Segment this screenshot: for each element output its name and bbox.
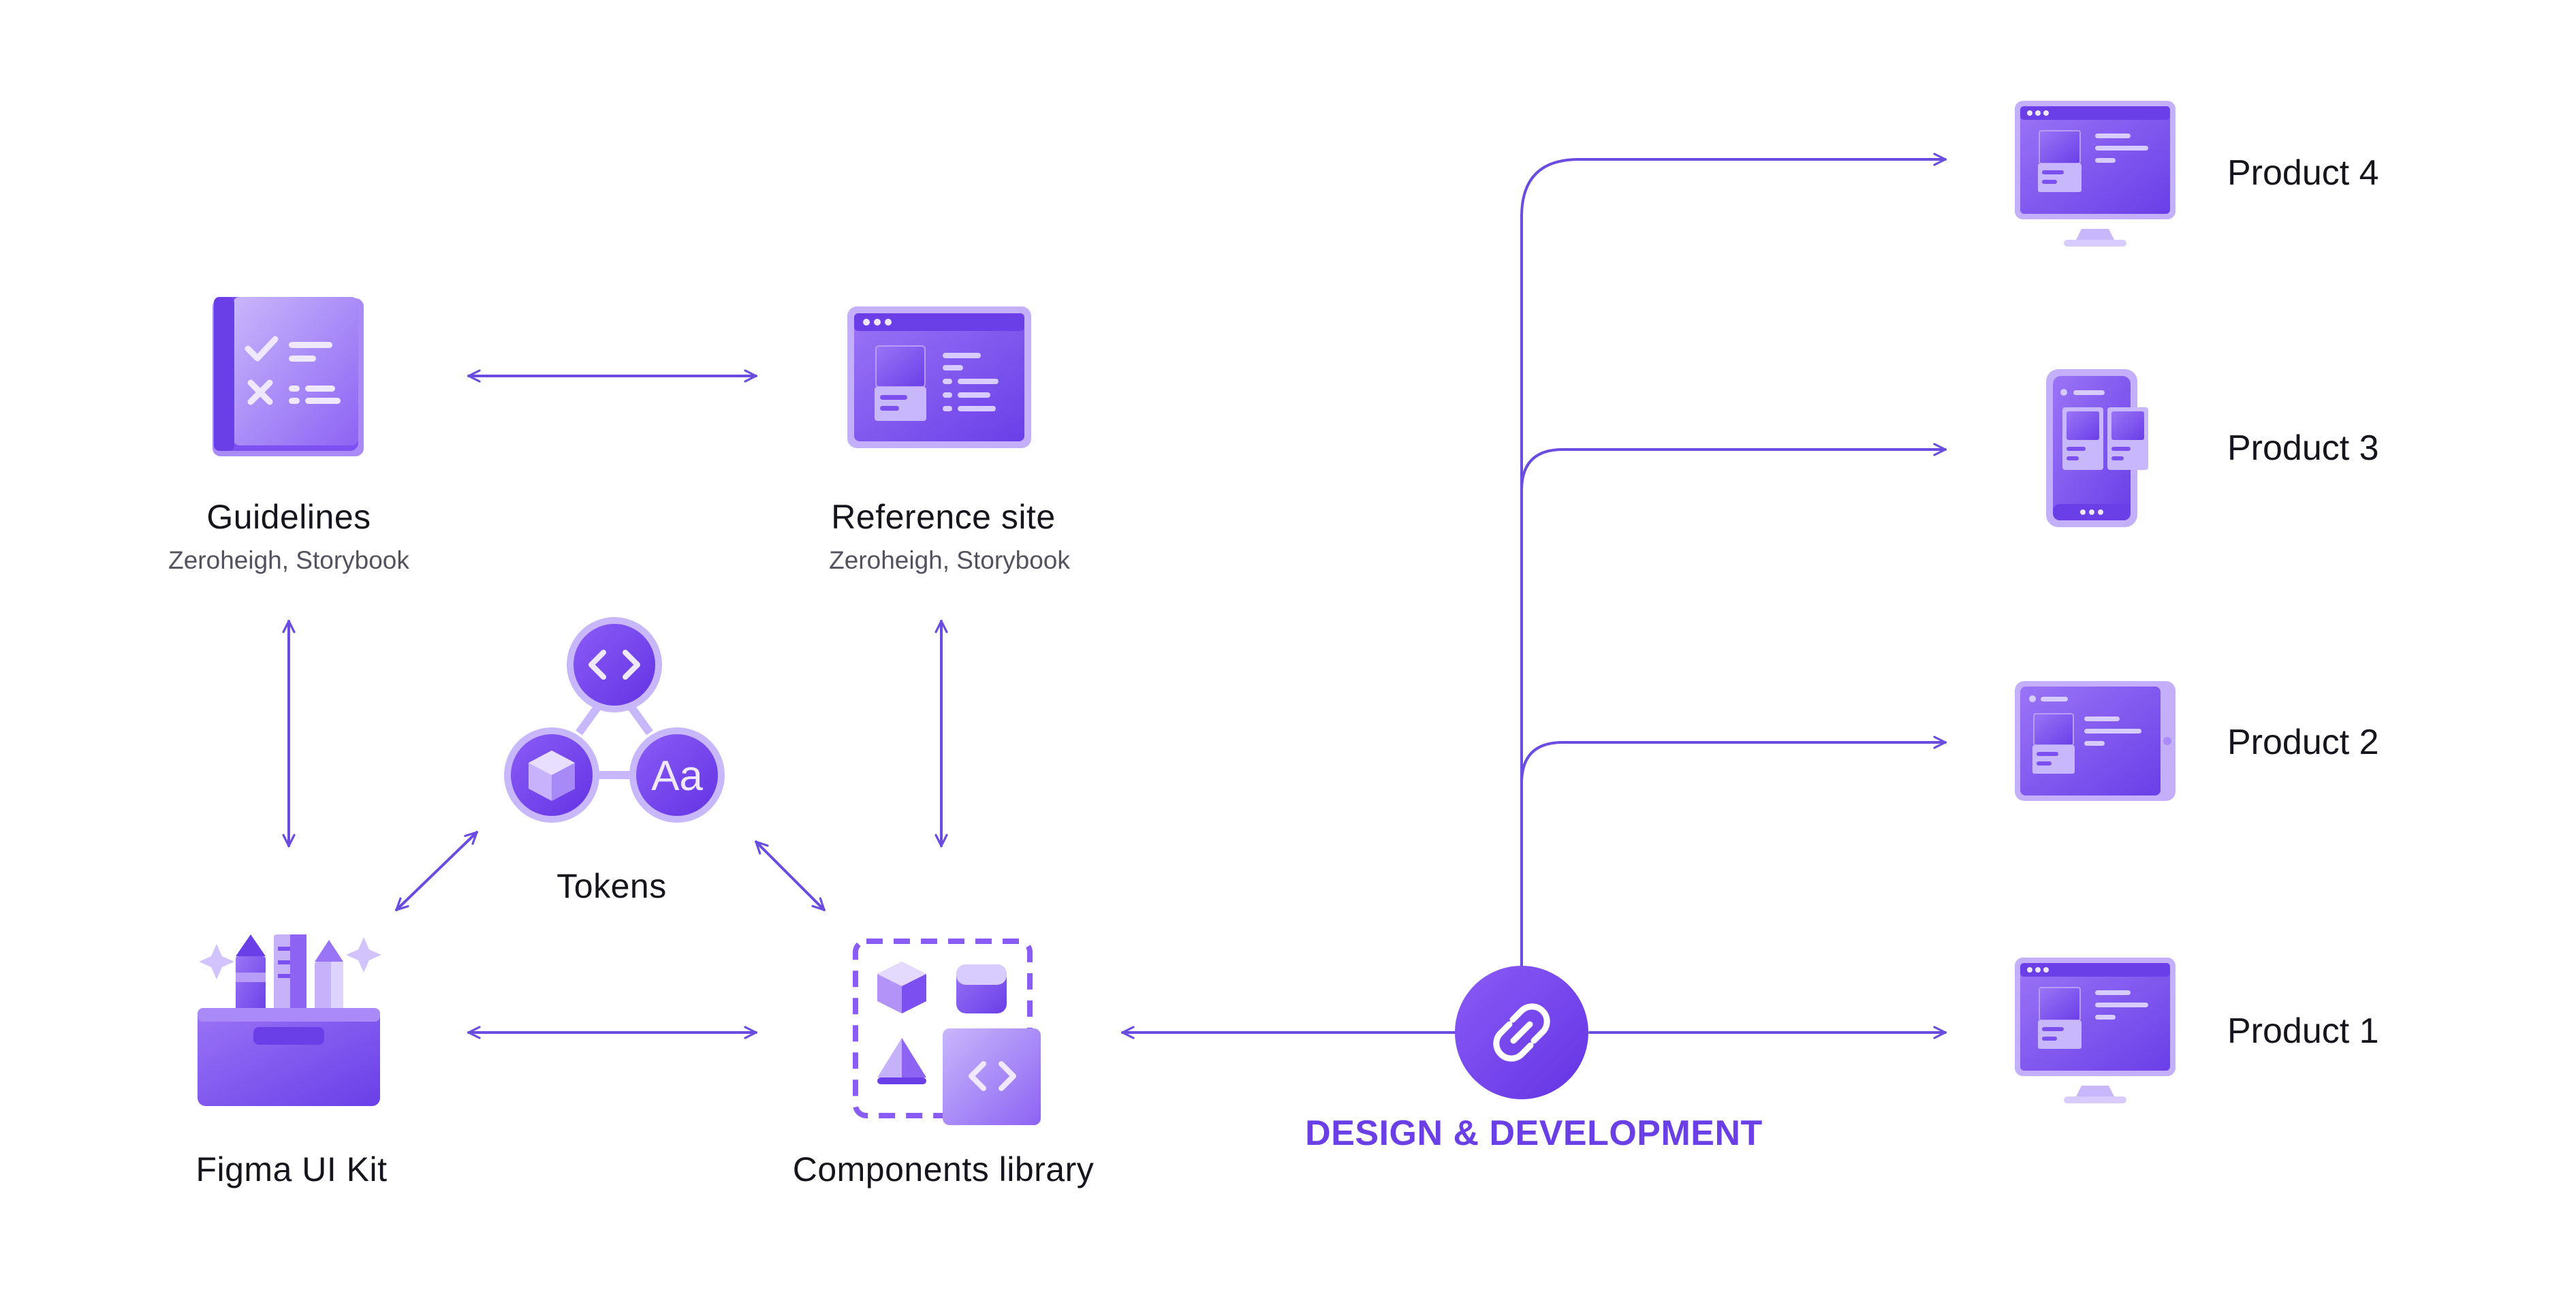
product-4-desktop-icon xyxy=(2015,101,2176,247)
product-1-desktop-icon xyxy=(2015,958,2176,1103)
arrow-hub-product-3 xyxy=(1520,443,1947,492)
cube-token-icon xyxy=(504,727,599,823)
pencil-box-icon xyxy=(198,934,381,1106)
arrow-hub-product-2 xyxy=(1520,736,1947,791)
figma-ui-kit-title: Figma UI Kit xyxy=(195,1150,388,1188)
code-token-icon xyxy=(567,617,662,712)
product-4-label: Product 4 xyxy=(2227,153,2379,193)
typography-token-icon: Aa xyxy=(629,727,725,823)
product-3-phone-icon xyxy=(2046,369,2148,527)
product-2-tablet-icon xyxy=(2015,681,2176,801)
product-3-label: Product 3 xyxy=(2227,428,2379,468)
components-library-title: Components library xyxy=(792,1150,1095,1188)
guidelines-title: Guidelines xyxy=(206,498,371,536)
hub-title: DESIGN & DEVELOPMENT xyxy=(1305,1114,1763,1153)
connectors xyxy=(282,153,1947,1039)
arrow-tokens-figma xyxy=(395,831,478,911)
browser-window-icon xyxy=(847,306,1031,448)
svg-text:Aa: Aa xyxy=(651,753,703,800)
arrow-hub-product-4 xyxy=(1520,153,1947,218)
checklist-book-icon xyxy=(213,297,364,456)
tokens-triad-icon: Aa xyxy=(504,617,725,823)
link-icon xyxy=(1493,1003,1550,1062)
components-grid-icon xyxy=(853,939,1041,1125)
product-1-label: Product 1 xyxy=(2227,1011,2379,1051)
reference-site-title: Reference site xyxy=(831,498,1056,536)
tokens-title: Tokens xyxy=(556,867,667,905)
product-2-label: Product 2 xyxy=(2227,723,2379,762)
arrow-tokens-components xyxy=(755,840,826,911)
reference-site-subtitle: Zeroheigh, Storybook xyxy=(829,546,1070,574)
guidelines-subtitle: Zeroheigh, Storybook xyxy=(168,546,409,574)
design-development-hub xyxy=(1455,966,1588,1099)
